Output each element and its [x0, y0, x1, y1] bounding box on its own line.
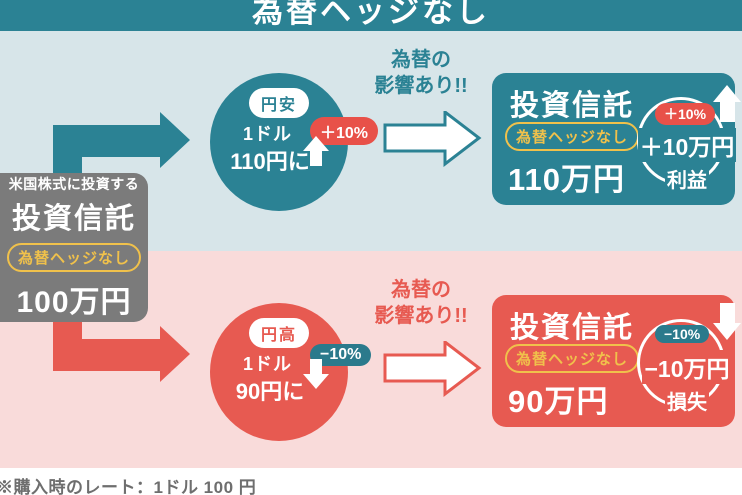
arrow-down-icon [713, 303, 741, 340]
result-amount: 90万円 [508, 384, 609, 419]
change-label: 利益 [665, 164, 709, 193]
effect-label-yen-depreciation: 為替の 影響あり!! [350, 47, 492, 99]
percent-badge: −10% [310, 344, 372, 366]
source-amount: 100万円 [16, 286, 132, 319]
change-percent-badge: −10% [655, 325, 710, 343]
arrow-up-icon [303, 136, 329, 166]
rate-circle-yen-appreciation: 円高 1ドル 90円に −10% [210, 303, 372, 441]
rate-line1: 1ドル [242, 124, 292, 144]
elbow-horizontal-bar [53, 125, 160, 157]
elbow-arrowhead-icon [160, 326, 190, 382]
arrow-head [713, 323, 741, 340]
rate-tag: 円高 [248, 318, 310, 348]
rate-circle-yen-depreciation: 円安 1ドル 110円に ＋10% [210, 73, 379, 211]
change-text: ＋10万円 利益 [637, 128, 737, 193]
rate-line2: 110円に [230, 149, 310, 174]
effect-label-yen-appreciation: 為替の 影響あり!! [350, 277, 492, 329]
change-text: −10万円 損失 [637, 350, 737, 415]
source-investment-box: 米国株式に投資する 投資信託 為替ヘッジなし 100万円 [0, 173, 148, 322]
rate-tag: 円安 [248, 88, 310, 118]
arrow-stem [719, 303, 735, 323]
arrow-up-icon [713, 85, 741, 122]
change-amount: −10万円 [642, 350, 732, 384]
rate-line1: 1ドル [242, 354, 292, 374]
result-title: 投資信託 [510, 312, 635, 344]
flow-arrow-right-icon [383, 111, 482, 167]
elbow-horizontal-bar [53, 339, 160, 371]
result-box-yen-depreciation: 投資信託 為替ヘッジなし 110万円 ＋10% ＋10万円 利益 [492, 73, 741, 205]
arrow-stem [310, 359, 322, 374]
arrow-head [713, 85, 741, 102]
result-amount: 110万円 [508, 162, 626, 197]
result-title: 投資信託 [510, 90, 635, 122]
effect-line1: 為替の [391, 49, 451, 71]
header-bar: 為替ヘッジなし [0, 0, 742, 31]
source-subtitle: 米国株式に投資する [8, 176, 140, 192]
arrow-down-icon [303, 359, 329, 389]
result-box-yen-appreciation: 投資信託 為替ヘッジなし 90万円 −10% −10万円 損失 [492, 295, 741, 427]
hedge-badge: 為替ヘッジなし [505, 122, 640, 151]
change-label: 損失 [665, 386, 709, 415]
flow-arrow-right-icon [383, 341, 482, 397]
change-percent-badge: ＋10% [655, 103, 716, 125]
source-title: 投資信託 [11, 203, 136, 235]
change-amount: ＋10万円 [637, 128, 737, 162]
page-title: 為替ヘッジなし [252, 0, 490, 29]
arrow-stem [310, 151, 322, 166]
arrow-stem [719, 102, 735, 122]
footnote: ※購入時のレート：1ドル 100 円 [0, 478, 257, 495]
arrow-head [303, 136, 329, 151]
elbow-arrowhead-icon [160, 112, 190, 168]
rate-line2: 90円に [235, 379, 305, 404]
hedge-badge: 為替ヘッジなし [6, 243, 141, 272]
effect-line1: 為替の [391, 279, 451, 301]
effect-line2: 影響あり!! [374, 75, 468, 97]
arrow-head [303, 374, 329, 389]
hedge-badge: 為替ヘッジなし [505, 344, 640, 373]
effect-line2: 影響あり!! [374, 305, 468, 327]
